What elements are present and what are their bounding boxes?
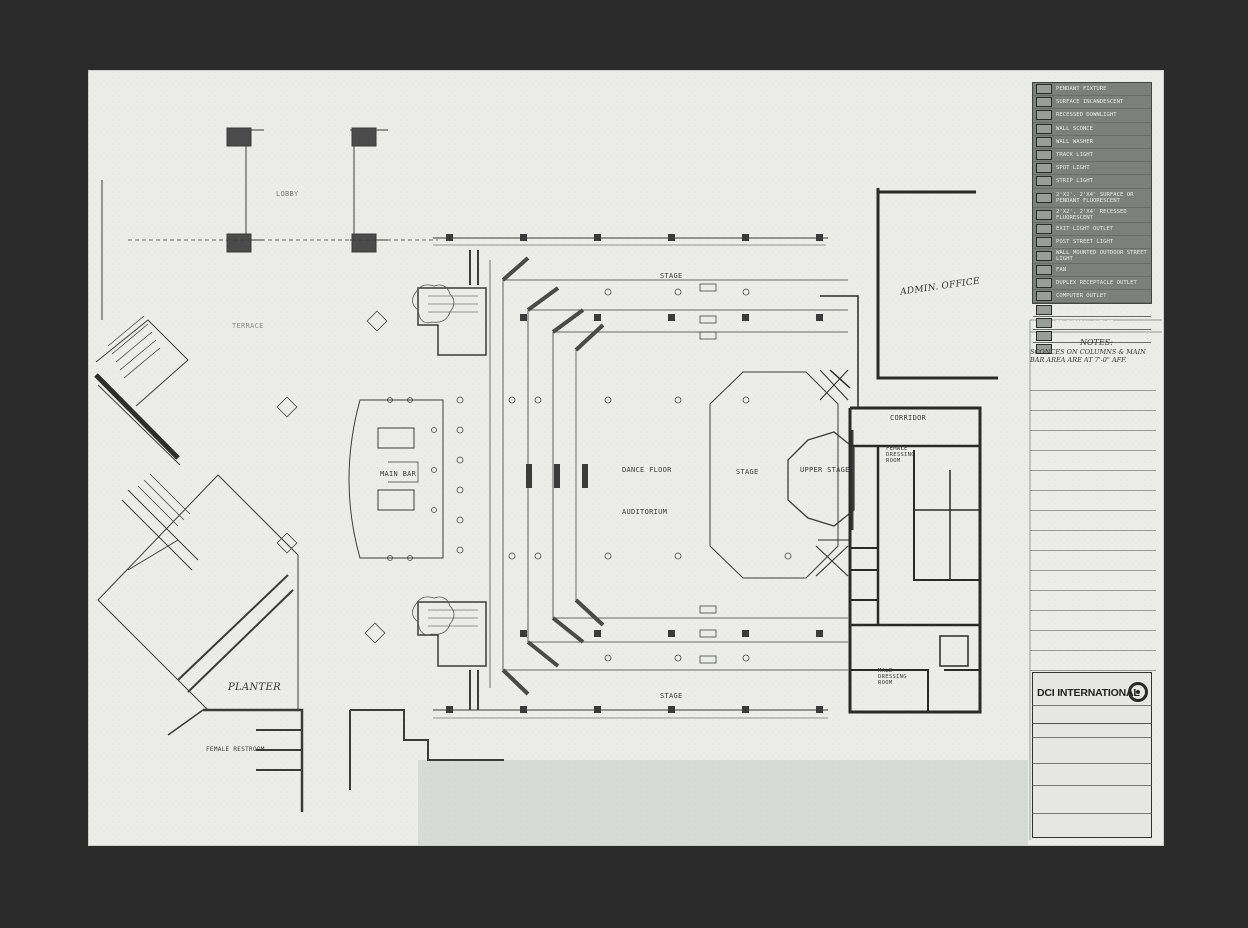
revision-row <box>1030 420 1156 431</box>
blueprint-sheet: DANCE FLOOR STAGE UPPER STAGE AUDITORIUM… <box>88 70 1164 846</box>
label-female-restroom: FEMALE RESTROOM <box>206 746 265 753</box>
label-auditorium: AUDITORIUM <box>622 508 668 516</box>
main-bar-shape <box>348 399 444 559</box>
label-stage-top: STAGE <box>660 272 683 280</box>
revision-row <box>1030 400 1156 411</box>
wall-washer-icon <box>1036 136 1052 147</box>
telephone-outlet-icon <box>1036 304 1052 315</box>
label-upper-stage: UPPER STAGE <box>800 466 850 474</box>
title-rule <box>1033 763 1151 764</box>
company-band: DCI INTERNATIONAL <box>1033 679 1151 724</box>
title-rule <box>1033 785 1151 786</box>
lobby-fixtures <box>128 127 438 253</box>
strip-light-icon <box>1036 176 1052 187</box>
label-male-dressing-room: MALE DRESSING ROOM <box>878 668 907 686</box>
wall-sconce-icon <box>1036 123 1052 134</box>
revision-row <box>1030 540 1156 551</box>
label-stage: STAGE <box>736 468 759 476</box>
duplex-receptacle-icon <box>1036 278 1052 289</box>
legend-row: TRACK LIGHT <box>1033 149 1151 163</box>
legend-row: 2'X2', 2'X4' RECESSED FLUORESCENT <box>1033 208 1151 223</box>
label-lobby: LOBBY <box>276 190 299 198</box>
legend-row: COMPUTER OUTLET <box>1033 290 1151 304</box>
title-rule <box>1033 737 1151 738</box>
title-rule <box>1033 705 1151 706</box>
female-restroom-walls <box>167 708 504 812</box>
label-terrace: TERRACE <box>232 322 264 330</box>
label-female-dressing-room: FEMALE DRESSING ROOM <box>886 446 915 464</box>
label-main-bar: MAIN BAR <box>380 470 417 478</box>
floor-telephone-icon <box>1036 344 1052 355</box>
surface-incandescent-icon <box>1036 97 1052 108</box>
paper-smudge <box>418 760 1028 846</box>
revision-row <box>1030 440 1156 451</box>
pendant-fixture-icon <box>1036 84 1052 95</box>
revision-row <box>1030 380 1156 391</box>
legend-row: POST STREET LIGHT <box>1033 236 1151 249</box>
left-stairs-wall <box>94 180 199 571</box>
revision-row <box>1030 640 1156 651</box>
floor-outlet-icon <box>1036 330 1052 341</box>
column-grid <box>446 234 823 713</box>
legend-row: FLOOR TELEPHONE OUTLET <box>1033 343 1151 355</box>
fluorescent-pendant-icon <box>1036 192 1052 203</box>
revision-row <box>1030 580 1156 591</box>
revision-row <box>1030 500 1156 511</box>
legend-row: SPOT LIGHT <box>1033 162 1151 176</box>
label-corridor: CORRIDOR <box>890 414 927 422</box>
label-stage-bottom: STAGE <box>660 692 683 700</box>
company-logo-icon <box>1128 682 1148 702</box>
revision-row <box>1030 600 1156 611</box>
exit-light-icon <box>1036 223 1052 234</box>
revision-row <box>1030 620 1156 631</box>
computer-outlet-icon <box>1036 291 1052 302</box>
legend-row: EXIT LIGHT OUTLET <box>1033 223 1151 236</box>
label-dance-floor: DANCE FLOOR <box>622 466 672 474</box>
legend-row: DUPLEX FLOOR OUTLET <box>1033 330 1151 343</box>
fan-icon <box>1036 264 1052 275</box>
planter-walls <box>97 474 299 711</box>
revision-row <box>1030 480 1156 491</box>
legend-row: 2'X2', 2'X4' SURFACE OR PENDANT FLUORESC… <box>1033 189 1151 208</box>
side-stairs <box>417 250 487 710</box>
legend-row: TELEVISION OUTLET <box>1033 317 1151 330</box>
sheet-border <box>1029 319 1162 840</box>
legend-row: STRIP LIGHT <box>1033 175 1151 189</box>
revision-row <box>1030 460 1156 471</box>
floor-plan-drawing <box>88 70 1164 846</box>
planting-trees <box>412 284 455 636</box>
legend-row: TELEPHONE OUTLET <box>1033 303 1151 317</box>
right-rooms <box>815 188 998 714</box>
company-name: DCI INTERNATIONAL <box>1037 687 1140 699</box>
fixture-legend: PENDANT FIXTURE SURFACE INCANDESCENT REC… <box>1032 82 1152 355</box>
legend-row: PENDANT FIXTURE <box>1033 83 1151 97</box>
label-planter: PLANTER <box>228 682 281 693</box>
recessed-downlight-icon <box>1036 110 1052 121</box>
notes-title: NOTES: <box>1080 338 1113 347</box>
track-light-icon <box>1036 150 1052 161</box>
title-rule <box>1033 813 1151 814</box>
light-fixtures <box>276 283 792 664</box>
legend-row: FAN <box>1033 264 1151 278</box>
legend-row: SURFACE INCANDESCENT <box>1033 96 1151 110</box>
post-street-light-icon <box>1036 236 1052 247</box>
notes-panel: NOTES: SCONCES ON COLUMNS & MAIN BAR ARE… <box>1030 320 1158 680</box>
revision-row <box>1030 660 1156 671</box>
spot-light-icon <box>1036 163 1052 174</box>
paper-texture <box>88 70 1164 846</box>
television-outlet-icon <box>1036 317 1052 328</box>
notes-text: SCONCES ON COLUMNS & MAIN BAR AREA ARE A… <box>1030 348 1146 364</box>
title-block: DCI INTERNATIONAL <box>1032 672 1152 838</box>
fluorescent-recessed-icon <box>1036 209 1052 220</box>
legend-row: WALL WASHER <box>1033 136 1151 149</box>
outdoor-light-icon <box>1036 250 1052 261</box>
legend-row: RECESSED DOWNLIGHT <box>1033 109 1151 123</box>
revision-row <box>1030 520 1156 531</box>
revision-row <box>1030 560 1156 571</box>
legend-row: DUPLEX RECEPTACLE OUTLET <box>1033 277 1151 291</box>
legend-row: WALL SCONCE <box>1033 123 1151 136</box>
legend-row: WALL MOUNTED OUTDOOR STREET LIGHT <box>1033 249 1151 264</box>
